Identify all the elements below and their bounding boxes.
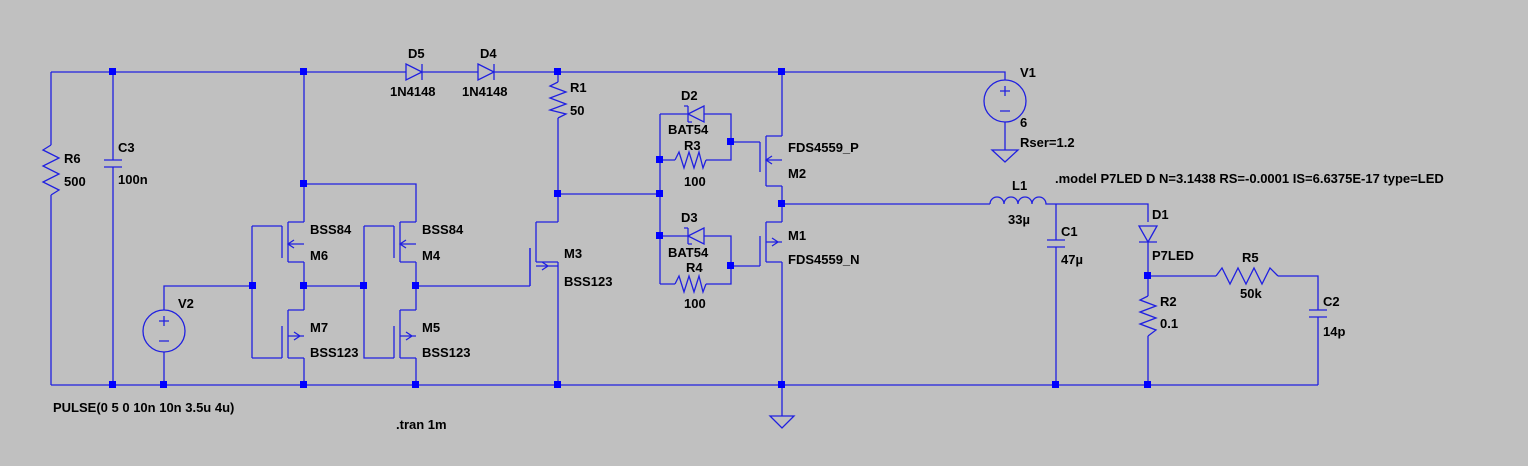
pmos-m2[interactable]: FDS4559_P M2: [759, 135, 859, 187]
m1-value: FDS4559_N: [788, 252, 860, 267]
c2-value: 14p: [1323, 324, 1345, 339]
d4-value: 1N4148: [462, 84, 508, 99]
m6-value: BSS84: [310, 222, 352, 237]
m7-ref: M7: [310, 320, 328, 335]
diode-d4[interactable]: D4 1N4148: [462, 46, 508, 99]
r2-ref: R2: [1160, 294, 1177, 309]
ground-symbol: [768, 415, 796, 429]
r4-value: 100: [684, 296, 706, 311]
v1-ref: V1: [1020, 65, 1036, 80]
d2-ref: D2: [681, 88, 698, 103]
d3-ref: D3: [681, 210, 698, 225]
m4-ref: M4: [422, 248, 441, 263]
resistor-r3[interactable]: R3 100: [674, 138, 707, 189]
led-d1[interactable]: D1 P7LED: [1137, 207, 1194, 263]
m1-ref: M1: [788, 228, 806, 243]
pmos-m4[interactable]: BSS84 M4: [393, 221, 464, 263]
m3-value: BSS123: [564, 274, 612, 289]
d5-ref: D5: [408, 46, 425, 61]
voltage-source-v2[interactable]: V2 PULSE(0 5 0 10n 10n 3.5u 4u): [53, 296, 234, 415]
resistor-r1[interactable]: R1 50: [547, 80, 587, 119]
m6-ref: M6: [310, 248, 328, 263]
l1-value: 33µ: [1008, 212, 1030, 227]
voltage-source-v1[interactable]: V1 6 Rser=1.2: [983, 65, 1075, 163]
tran-directive[interactable]: .tran 1m: [396, 417, 447, 432]
v2-ref: V2: [178, 296, 194, 311]
m4-value: BSS84: [422, 222, 464, 237]
r3-ref: R3: [684, 138, 701, 153]
c3-value: 100n: [118, 172, 148, 187]
m2-value: FDS4559_P: [788, 140, 859, 155]
r6-ref: R6: [64, 151, 81, 166]
nmos-m1[interactable]: M1 FDS4559_N: [759, 221, 860, 267]
resistor-r2[interactable]: R2 0.1: [1138, 294, 1178, 337]
c2-ref: C2: [1323, 294, 1340, 309]
v1-value: 6: [1020, 115, 1027, 130]
v2-value: PULSE(0 5 0 10n 10n 3.5u 4u): [53, 400, 234, 415]
diode-d2[interactable]: D2 BAT54: [668, 88, 712, 137]
nmos-m7[interactable]: M7 BSS123: [281, 309, 358, 360]
d1-ref: D1: [1152, 207, 1169, 222]
capacitor-c1[interactable]: C1 47µ: [1047, 224, 1083, 267]
capacitor-c3[interactable]: C3 100n: [104, 140, 148, 187]
v1-rser: Rser=1.2: [1020, 135, 1075, 150]
resistor-r4[interactable]: R4 100: [674, 260, 707, 311]
r4-ref: R4: [686, 260, 703, 275]
model-directive[interactable]: .model P7LED D N=3.1438 RS=-0.0001 IS=6.…: [1055, 171, 1444, 186]
nmos-m3[interactable]: M3 BSS123: [529, 221, 612, 289]
r3-value: 100: [684, 174, 706, 189]
r5-value: 50k: [1240, 286, 1262, 301]
c1-value: 47µ: [1061, 252, 1083, 267]
resistor-r5[interactable]: R5 50k: [1215, 250, 1279, 301]
d2-value: BAT54: [668, 122, 709, 137]
d3-value: BAT54: [668, 245, 709, 260]
d4-ref: D4: [480, 46, 497, 61]
junction-dots: [109, 68, 1151, 388]
d5-value: 1N4148: [390, 84, 436, 99]
pmos-m6[interactable]: BSS84 M6: [281, 221, 352, 263]
inductor-l1[interactable]: L1 33µ: [989, 178, 1048, 227]
c3-ref: C3: [118, 140, 135, 155]
r6-value: 500: [64, 174, 86, 189]
m3-ref: M3: [564, 246, 582, 261]
r1-ref: R1: [570, 80, 587, 95]
capacitor-c2[interactable]: C2 14p: [1309, 294, 1345, 339]
c1-ref: C1: [1061, 224, 1078, 239]
r5-ref: R5: [1242, 250, 1259, 265]
diode-d3[interactable]: D3 BAT54: [668, 210, 712, 260]
m7-value: BSS123: [310, 345, 358, 360]
resistor-r6[interactable]: R6 500: [41, 144, 86, 196]
nmos-m5[interactable]: M5 BSS123: [393, 309, 470, 360]
m2-ref: M2: [788, 166, 806, 181]
l1-ref: L1: [1012, 178, 1027, 193]
r1-value: 50: [570, 103, 584, 118]
m5-ref: M5: [422, 320, 440, 335]
m5-value: BSS123: [422, 345, 470, 360]
diode-d5[interactable]: D5 1N4148: [390, 46, 436, 99]
r2-value: 0.1: [1160, 316, 1178, 331]
d1-value: P7LED: [1152, 248, 1194, 263]
